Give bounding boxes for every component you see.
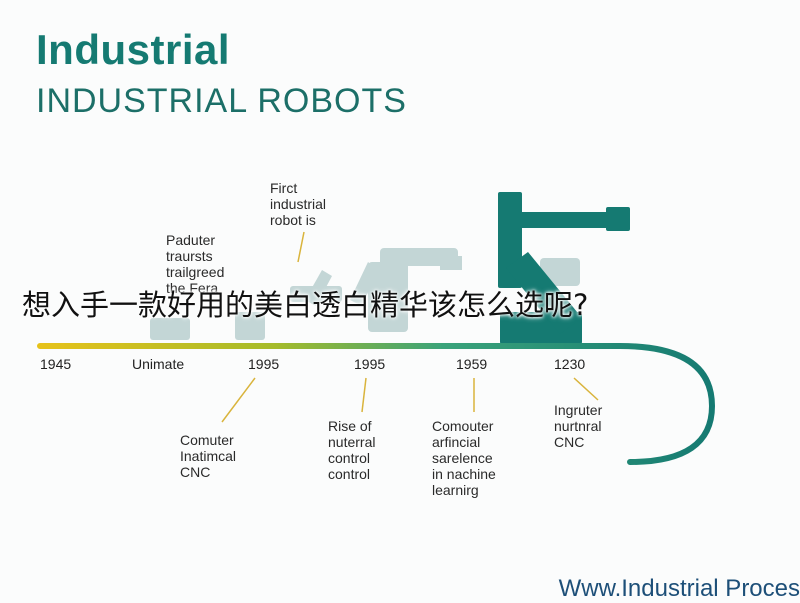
timeline-year: 1945 bbox=[40, 356, 72, 372]
page-title: Industrial bbox=[36, 26, 231, 73]
robot-arm-icon bbox=[498, 192, 630, 346]
timeline-year: 1959 bbox=[456, 356, 488, 372]
timeline-year: 1995 bbox=[248, 356, 280, 372]
footer-url: Www.Industrial Proces bbox=[558, 575, 800, 602]
overlay-caption: 想入手一款好用的美白透白精华该怎么选呢? bbox=[22, 288, 589, 322]
milestone-label: Comouter arfincial sarelence in nachine … bbox=[432, 418, 496, 498]
milestone-label: Comuter Inatimcal CNC bbox=[180, 432, 237, 480]
timeline-connectors bbox=[221, 231, 599, 423]
timeline-year: 1230 bbox=[554, 356, 586, 372]
timeline-line bbox=[37, 343, 716, 465]
milestone-label: Ingruter nurtnral CNC bbox=[554, 402, 603, 450]
timeline-year: Unimate bbox=[132, 356, 185, 372]
page-subtitle: INDUSTRIAL ROBOTS bbox=[36, 82, 407, 120]
milestone-label: Rise of nuterral control control bbox=[328, 418, 376, 482]
milestone-label: Firct industrial robot is bbox=[270, 180, 327, 228]
timeline-year: 1995 bbox=[354, 356, 386, 372]
milestone-label: Paduter traursts trailgreed the Fera bbox=[166, 232, 225, 296]
